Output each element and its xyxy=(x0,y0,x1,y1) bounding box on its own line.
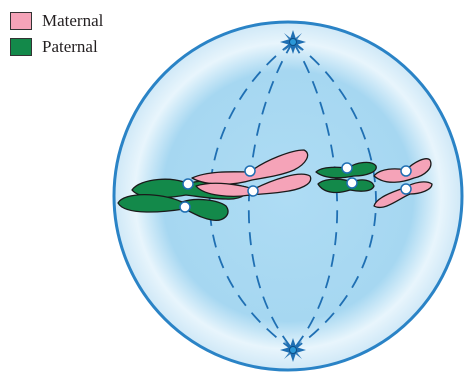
centromere xyxy=(401,166,411,176)
centromere xyxy=(183,179,193,189)
centromere xyxy=(342,163,352,173)
paternal-chromatid xyxy=(318,179,374,192)
centromere xyxy=(347,178,357,188)
centromere xyxy=(245,166,255,176)
centromere xyxy=(180,202,190,212)
centromere xyxy=(401,184,411,194)
centromere xyxy=(248,186,258,196)
